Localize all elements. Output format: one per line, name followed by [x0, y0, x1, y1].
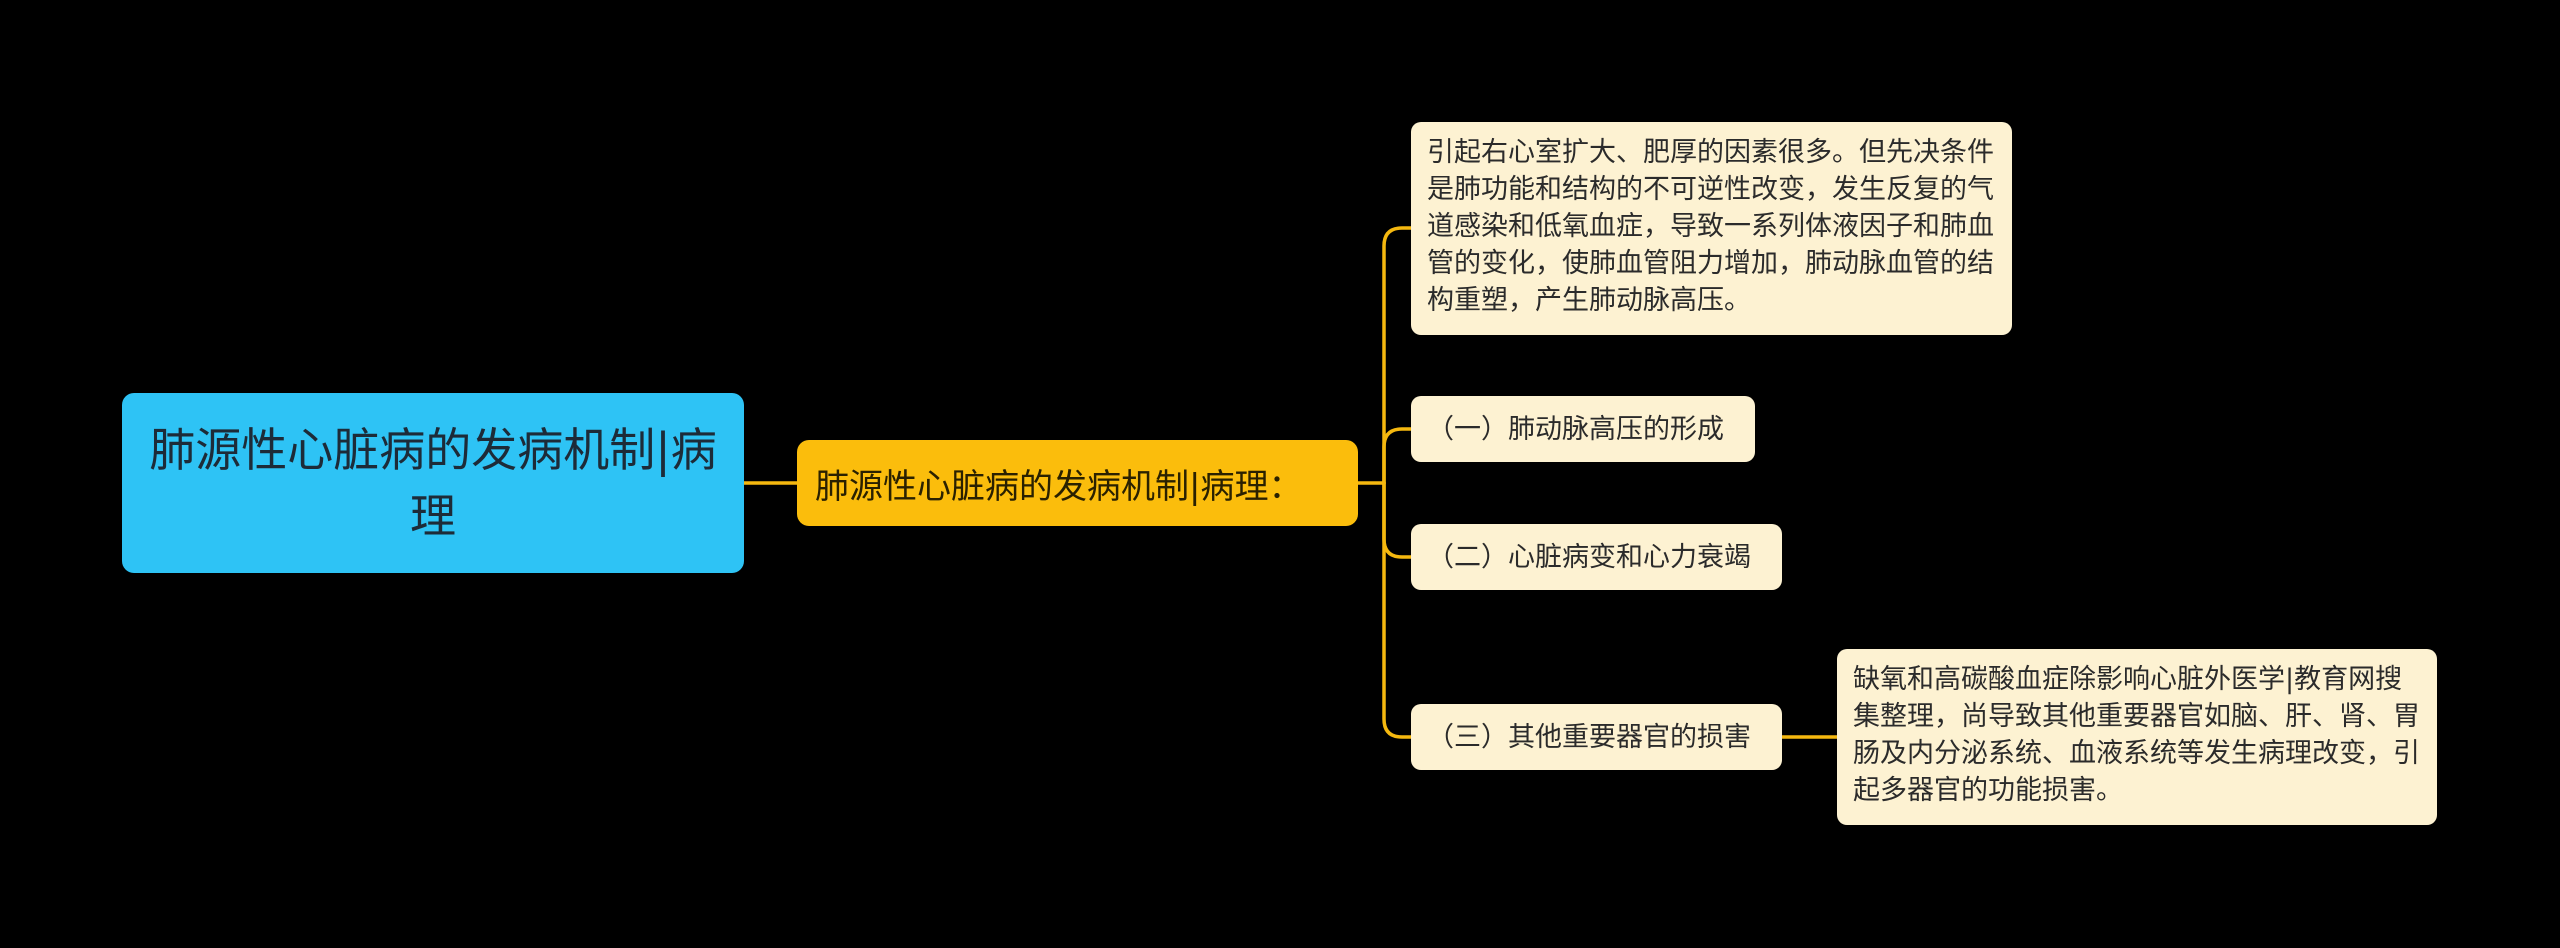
connector-trunk-detail-4 [1382, 481, 1413, 739]
detail-node-label: （三）其他重要器官的损害 [1427, 721, 1751, 753]
detail-node-mechanism[interactable]: 引起右心室扩大、肥厚的因素很多。但先决条件是肺功能和结构的不可逆性改变，发生反复… [1411, 122, 2012, 335]
sub-detail-node-organ-damage[interactable]: 缺氧和高碳酸血症除影响心脏外医学|教育网搜集整理，尚导致其他重要器官如脑、肝、肾… [1837, 649, 2437, 825]
root-node-label: 肺源性心脏病的发病机制|病理 [149, 423, 717, 543]
detail-node-label: 引起右心室扩大、肥厚的因素很多。但先决条件是肺功能和结构的不可逆性改变，发生反复… [1427, 137, 1994, 316]
root-node[interactable]: 肺源性心脏病的发病机制|病理 [122, 393, 744, 573]
branch-node[interactable]: 肺源性心脏病的发病机制|病理： [797, 440, 1358, 526]
detail-node-heart-failure[interactable]: （二）心脏病变和心力衰竭 [1411, 524, 1782, 590]
connector-trunk-detail-2 [1382, 427, 1413, 485]
detail-node-label: （二）心脏病变和心力衰竭 [1427, 541, 1751, 573]
detail-node-label: （一）肺动脉高压的形成 [1427, 413, 1724, 445]
detail-node-other-organs[interactable]: （三）其他重要器官的损害 [1411, 704, 1782, 770]
detail-node-pulmonary-hypertension[interactable]: （一）肺动脉高压的形成 [1411, 396, 1755, 462]
sub-detail-node-label: 缺氧和高碳酸血症除影响心脏外医学|教育网搜集整理，尚导致其他重要器官如脑、肝、肾… [1853, 664, 2420, 806]
connector-trunk-detail-1 [1382, 226, 1413, 485]
branch-node-label: 肺源性心脏病的发病机制|病理： [815, 466, 1303, 507]
connector-trunk-detail-3 [1382, 481, 1413, 559]
